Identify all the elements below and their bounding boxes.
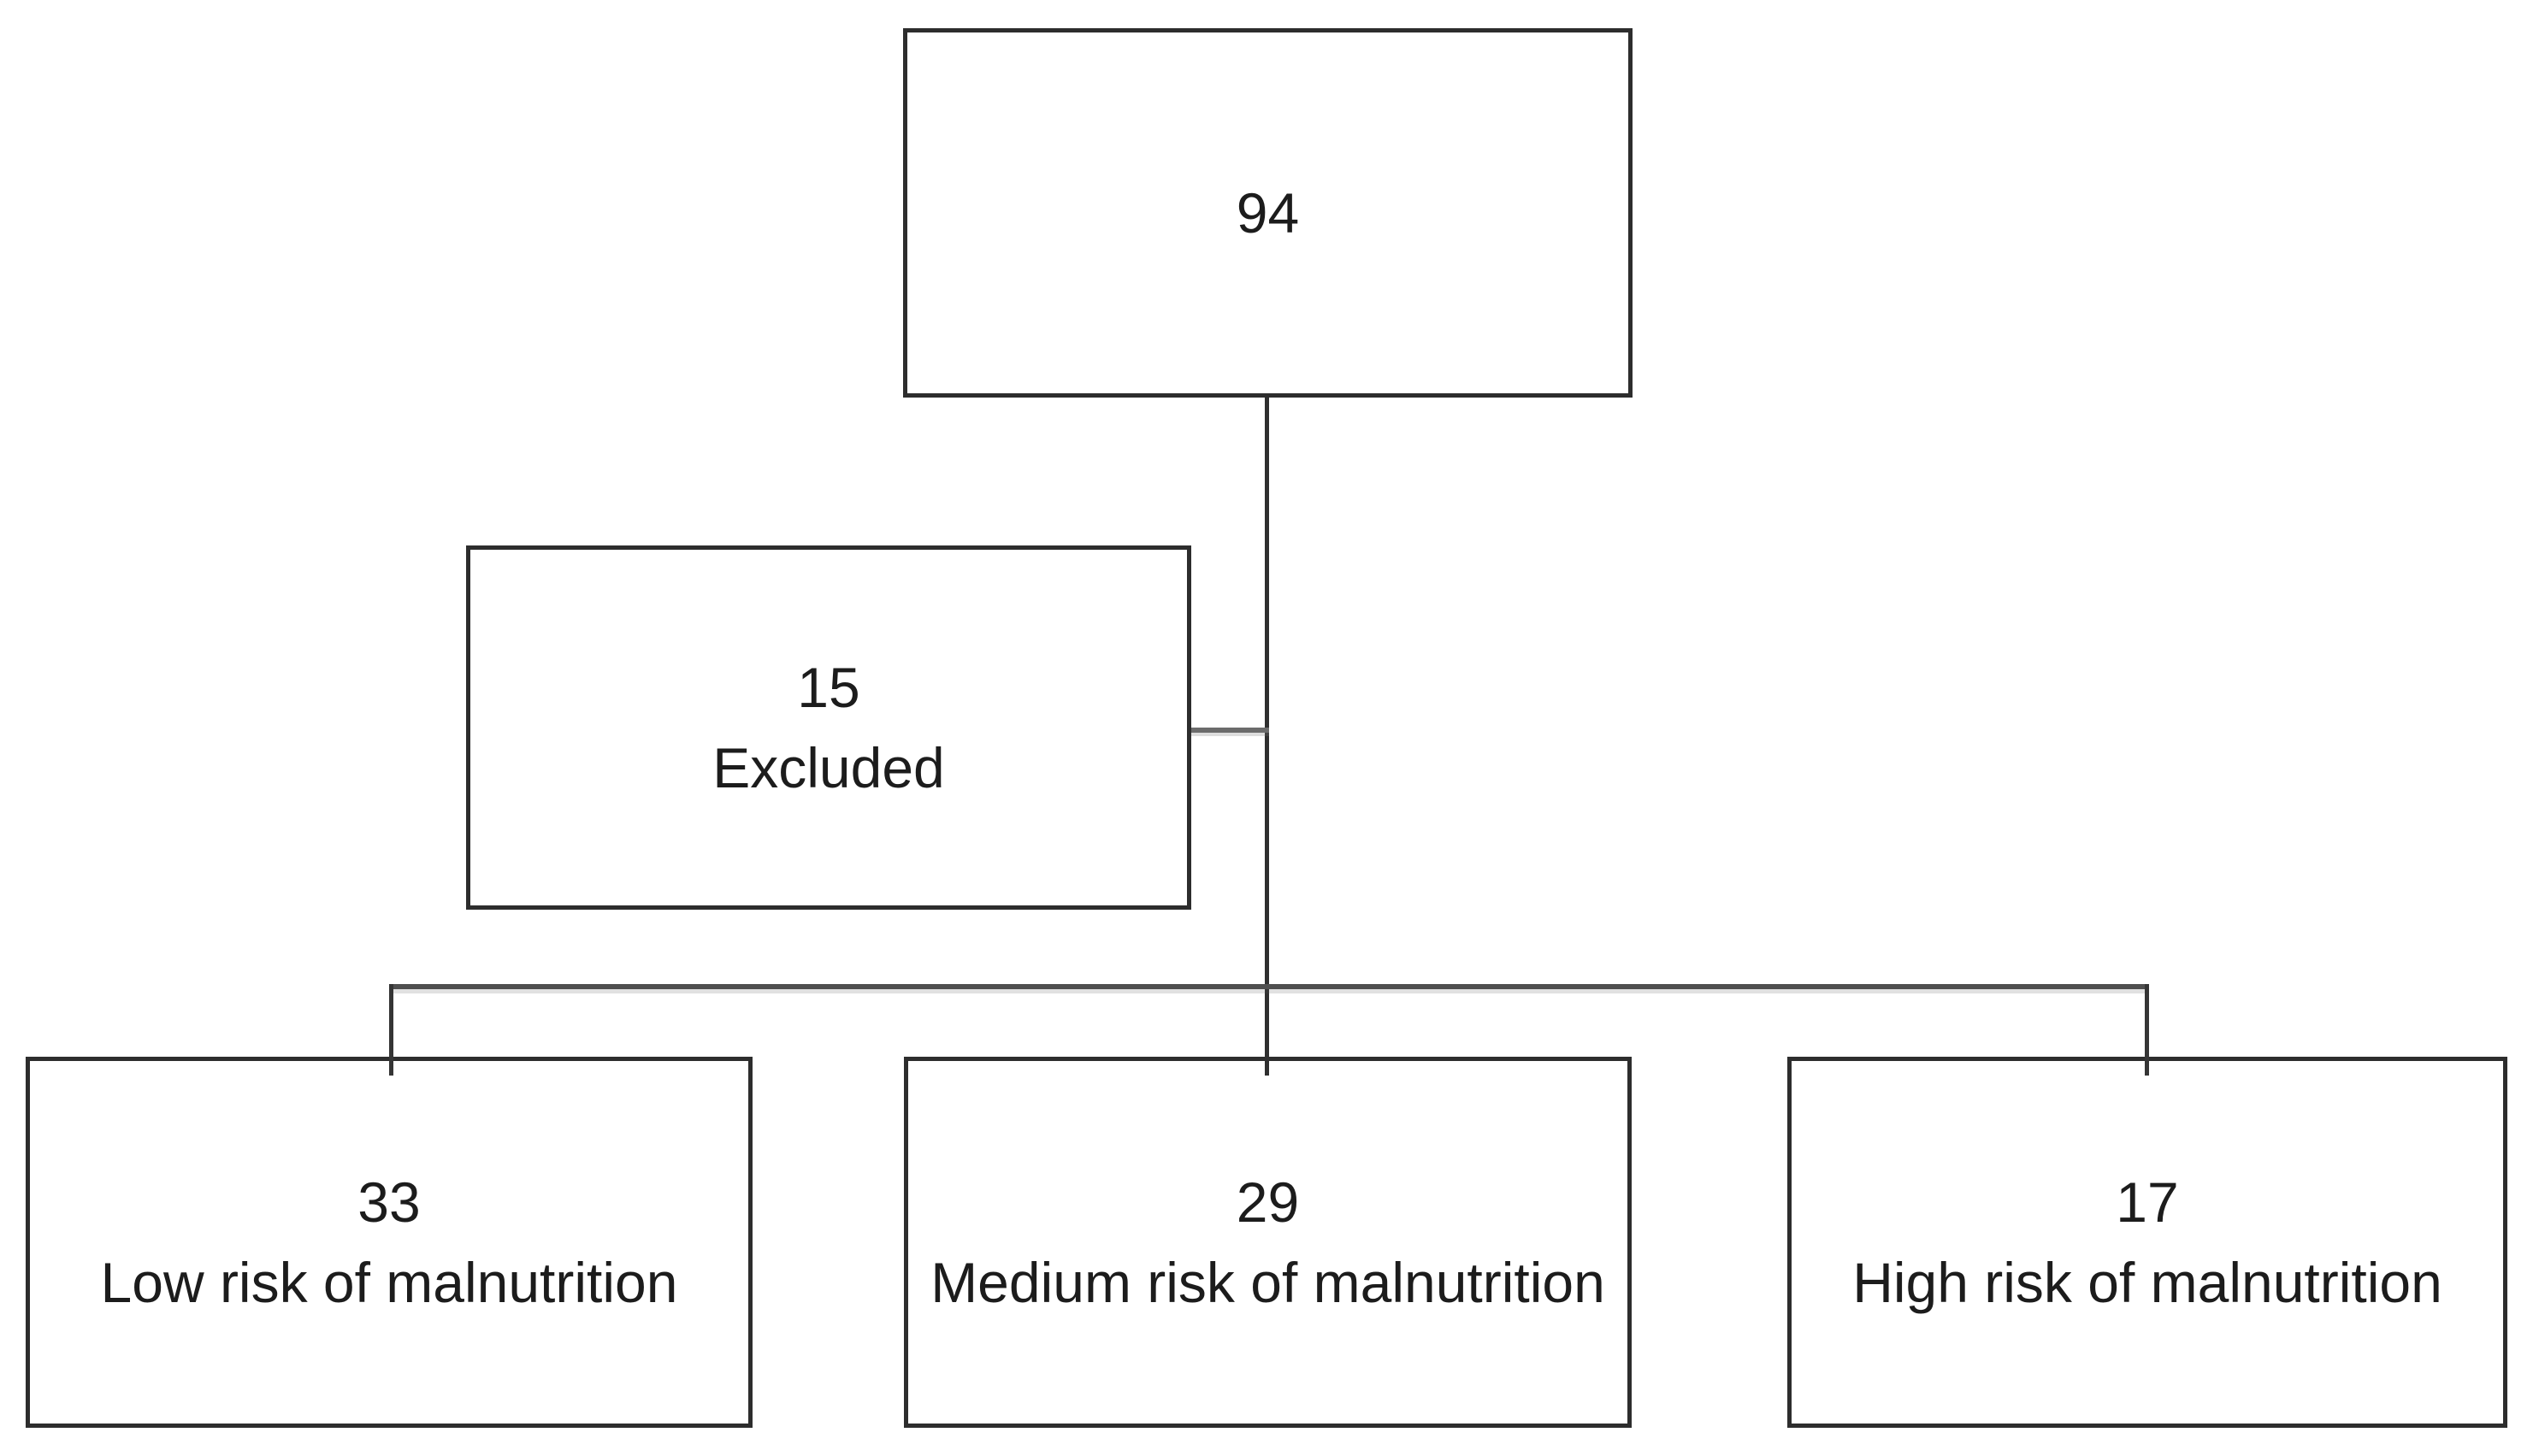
node-high-risk-label: High risk of malnutrition — [1852, 1251, 2442, 1314]
node-high-risk-value: 17 — [2116, 1170, 2179, 1234]
connector-total-to-branch-line — [1265, 398, 1269, 1076]
node-low-risk-label: Low risk of malnutrition — [100, 1251, 678, 1314]
node-total-value: 94 — [1236, 181, 1300, 245]
connector-excluded-line — [1191, 728, 1269, 733]
node-excluded: 15 Excluded — [466, 545, 1191, 910]
node-excluded-value: 15 — [797, 656, 860, 719]
connector-drop-low — [389, 984, 393, 1076]
connector-drop-high — [2145, 984, 2149, 1076]
node-medium-risk: 29 Medium risk of malnutrition — [904, 1057, 1632, 1428]
node-high-risk: 17 High risk of malnutrition — [1787, 1057, 2507, 1428]
node-low-risk-value: 33 — [357, 1170, 421, 1234]
node-medium-risk-value: 29 — [1236, 1170, 1300, 1234]
node-excluded-label: Excluded — [712, 736, 945, 799]
node-medium-risk-label: Medium risk of malnutrition — [930, 1251, 1605, 1314]
node-low-risk: 33 Low risk of malnutrition — [26, 1057, 753, 1428]
branch-horizontal-line — [389, 984, 2149, 989]
node-total: 94 — [903, 28, 1633, 398]
